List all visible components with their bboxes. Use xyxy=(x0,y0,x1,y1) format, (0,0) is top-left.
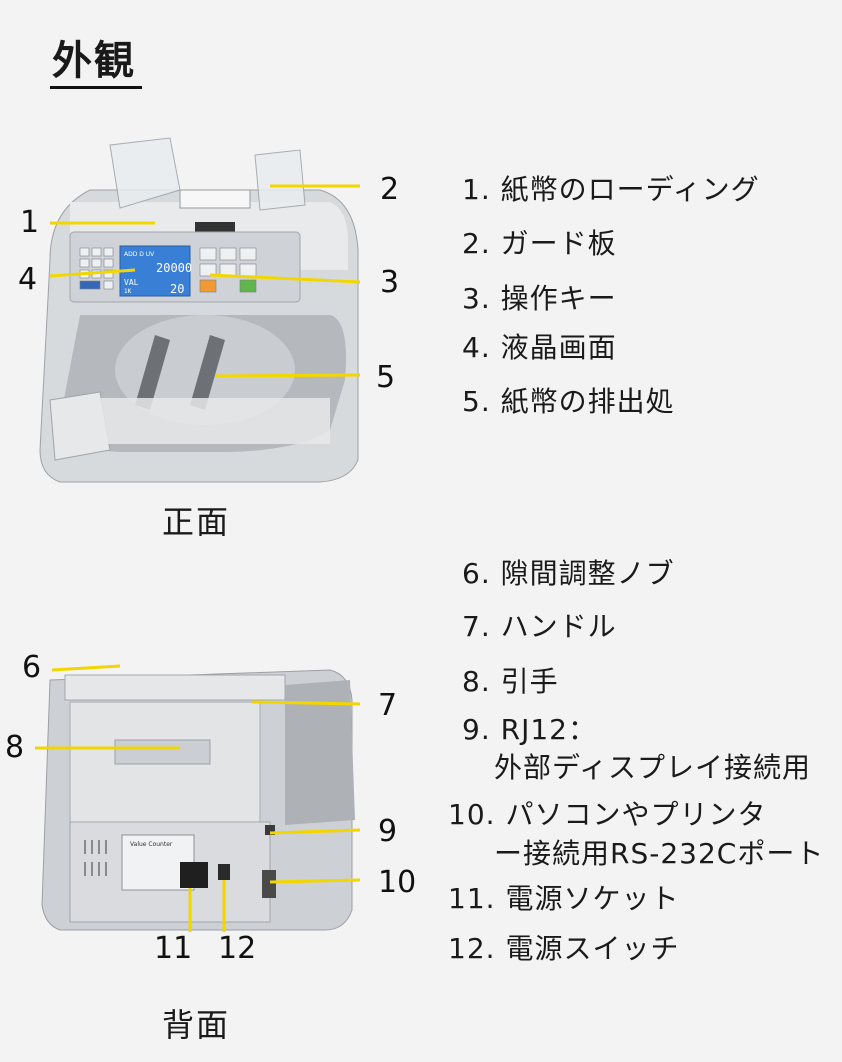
legend-item: 10. パソコンやプリンタ xyxy=(448,798,767,831)
callout-10: 10 xyxy=(378,865,417,900)
lcd-val-label: VAL xyxy=(124,278,139,287)
lcd-denom: 1K xyxy=(124,288,132,295)
legend-item: 9. RJ12： xyxy=(462,713,597,746)
callout-3: 3 xyxy=(380,265,400,300)
legend-item: 11. 電源ソケット xyxy=(448,882,680,915)
legend-item: 5. 紙幣の排出処 xyxy=(462,385,675,418)
callout-4: 4 xyxy=(18,262,38,297)
legend-item: 1. 紙幣のローディング xyxy=(462,173,760,206)
legend-item: 12. 電源スイッチ xyxy=(448,932,680,965)
legend-item: 6. 隙間調整ノブ xyxy=(462,557,675,590)
lcd-value: 20000 xyxy=(156,261,192,275)
label-plate-text: Value Counter xyxy=(130,841,173,848)
callout-1: 1 xyxy=(20,205,40,240)
legend-item: 8. 引手 xyxy=(462,665,559,698)
callout-5: 5 xyxy=(376,360,396,395)
callout-6: 6 xyxy=(22,650,42,685)
legend-item-line2: 外部ディスプレイ接続用 xyxy=(494,751,812,784)
lcd-top-text: ADD D UV xyxy=(124,251,155,258)
callout-9: 9 xyxy=(378,814,398,849)
front-machine-image: ADD D UV 20000 VAL 1K 20 xyxy=(39,137,361,483)
callout-7: 7 xyxy=(378,688,398,723)
back-machine-image: Value Counter xyxy=(35,664,361,932)
back-caption: 背面 xyxy=(162,1006,231,1044)
legend-item: 4. 液晶画面 xyxy=(462,331,617,364)
legend-item: 2. ガード板 xyxy=(462,227,617,260)
lcd-count: 20 xyxy=(170,282,184,296)
callout-11: 11 xyxy=(154,931,193,966)
callout-12: 12 xyxy=(218,931,257,966)
callout-2: 2 xyxy=(380,172,400,207)
legend-item: 3. 操作キー xyxy=(462,282,617,315)
front-caption: 正面 xyxy=(162,503,231,541)
page-title: 外観 xyxy=(52,38,136,84)
legend-item: 7. ハンドル xyxy=(462,610,617,643)
title-underline xyxy=(50,86,142,89)
legend-item-line2: ー接続用RS-232Cポート xyxy=(494,837,825,870)
callout-8: 8 xyxy=(5,730,25,765)
